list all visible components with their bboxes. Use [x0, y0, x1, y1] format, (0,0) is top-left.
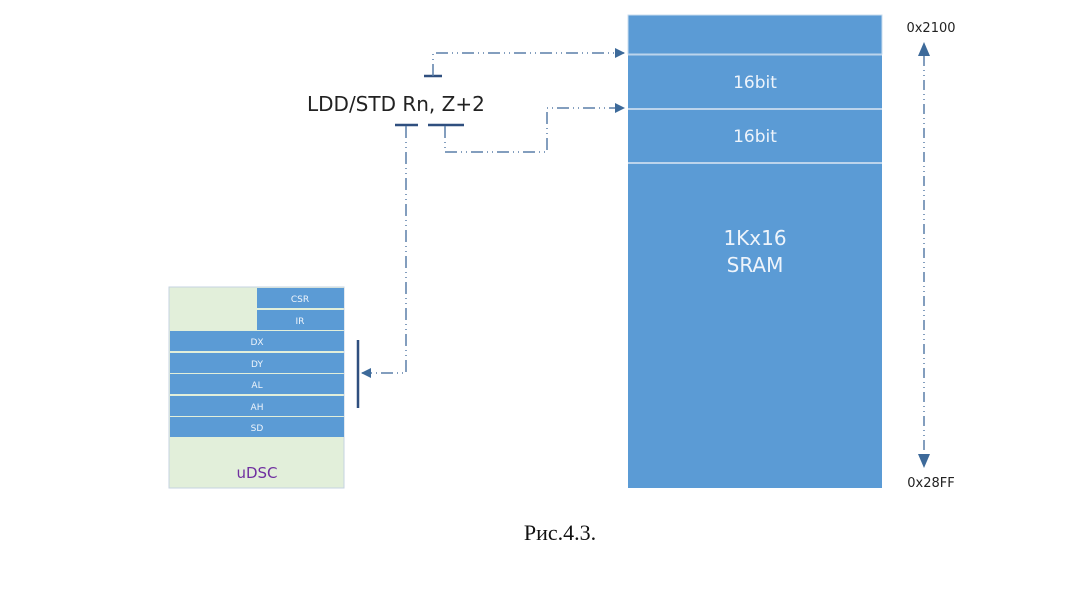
udsc-title: uDSC [236, 464, 277, 482]
arrow-down-icon [918, 454, 930, 468]
register-csr [257, 288, 344, 308]
sram-type-label: SRAM [727, 253, 784, 277]
register-label-sd: SD [251, 424, 264, 434]
sram-size-label: 1Kx16 [723, 226, 786, 250]
sram-cell-16bit-2 [628, 110, 882, 162]
sram-cell-16bit-1 [628, 55, 882, 108]
register-label-dy: DY [251, 360, 263, 370]
register-label-dx: DX [250, 338, 263, 348]
sram-cell-top [627, 14, 883, 55]
sram-main [628, 164, 882, 488]
register-label-csr: CSR [291, 295, 309, 305]
register-ir [257, 310, 344, 330]
udsc-block: CSR IR DX DY AL AH SD uDSC [168, 286, 345, 489]
sram-block: 16bit 16bit 1Kx16 SRAM [627, 14, 883, 488]
register-label-ir: IR [296, 317, 305, 327]
register-dy [170, 353, 344, 373]
register-label-ah: AH [251, 403, 264, 413]
register-ah [170, 396, 344, 416]
arrow-up-icon [918, 42, 930, 56]
connector-rn-to-registers [361, 126, 407, 378]
address-bottom-label: 0x28FF [907, 476, 954, 491]
instruction-text: LDD/STD Rn, Z+2 [307, 92, 485, 116]
sram-cell-label-1: 16bit [733, 73, 777, 93]
connector-z-to-top-cell [432, 48, 625, 76]
register-al [170, 374, 344, 394]
register-label-al: AL [251, 381, 262, 391]
register-sd [170, 417, 344, 437]
address-range: 0x2100 0x28FF [906, 21, 955, 491]
address-top-label: 0x2100 [906, 21, 955, 36]
figure-caption: Рис.4.3. [523, 520, 597, 545]
sram-cell-label-2: 16bit [733, 127, 777, 147]
register-dx [170, 331, 344, 351]
